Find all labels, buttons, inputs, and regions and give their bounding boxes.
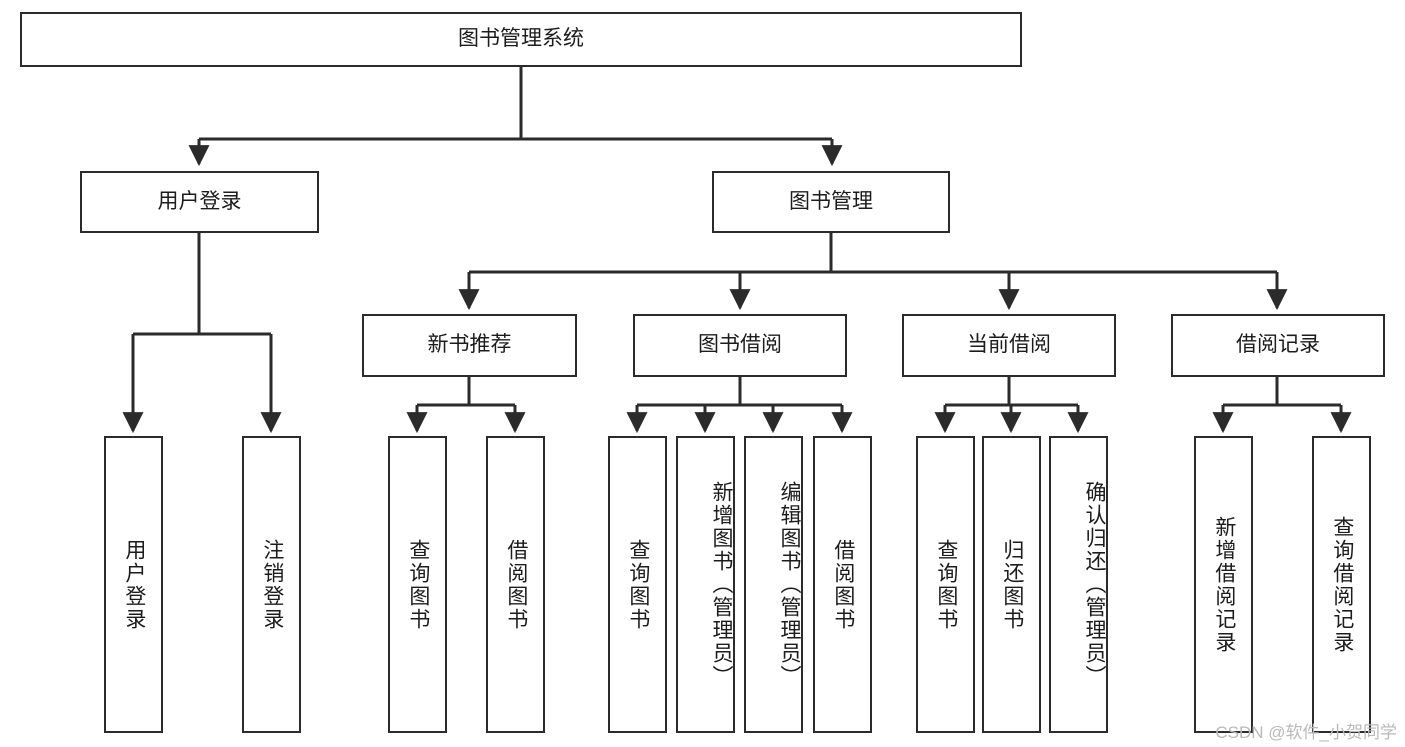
node-label: 借阅图书 xyxy=(831,538,855,631)
leaf-logout[interactable]: 注销登录 xyxy=(242,436,301,733)
node-user-login[interactable]: 用户登录 xyxy=(80,171,319,233)
node-label: 图书管理系统 xyxy=(458,27,584,51)
node-label: 查询图书 xyxy=(934,538,958,631)
node-label: 确认归还（管理员） xyxy=(1083,481,1106,688)
node-label: 新增借阅记录 xyxy=(1212,515,1236,654)
node-label: 归还图书 xyxy=(1000,538,1024,631)
node-label: 借阅记录 xyxy=(1236,333,1320,357)
node-label: 编辑图书（管理员） xyxy=(778,481,801,688)
leaf-query-books-recommend[interactable]: 查询图书 xyxy=(388,436,447,733)
leaf-add-borrow-record[interactable]: 新增借阅记录 xyxy=(1194,436,1253,733)
node-label: 查询图书 xyxy=(406,538,430,631)
node-current-borrow[interactable]: 当前借阅 xyxy=(902,314,1116,377)
leaf-edit-book-admin[interactable]: 编辑图书（管理员） xyxy=(744,436,803,733)
leaf-borrow-books[interactable]: 借阅图书 xyxy=(813,436,872,733)
node-book-management[interactable]: 图书管理 xyxy=(712,171,950,233)
node-label: 借阅图书 xyxy=(504,538,528,631)
leaf-add-book-admin[interactable]: 新增图书（管理员） xyxy=(676,436,735,733)
leaf-query-books-current[interactable]: 查询图书 xyxy=(916,436,975,733)
node-book-borrow[interactable]: 图书借阅 xyxy=(633,314,847,377)
node-new-book-recommend[interactable]: 新书推荐 xyxy=(362,314,577,377)
leaf-confirm-return-admin[interactable]: 确认归还（管理员） xyxy=(1049,436,1108,733)
node-label: 图书借阅 xyxy=(698,333,782,357)
node-label: 注销登录 xyxy=(260,538,284,631)
node-label: 用户登录 xyxy=(122,538,146,631)
node-label: 当前借阅 xyxy=(967,333,1051,357)
leaf-user-login[interactable]: 用户登录 xyxy=(104,436,163,733)
node-label: 查询图书 xyxy=(626,538,650,631)
node-borrow-record[interactable]: 借阅记录 xyxy=(1171,314,1385,377)
node-label: 图书管理 xyxy=(789,189,873,213)
node-label: 用户登录 xyxy=(157,189,242,213)
node-label: 新增图书（管理员） xyxy=(710,481,733,688)
csdn-watermark: CSDN @软件_小贺同学 xyxy=(1215,723,1397,742)
node-label: 新书推荐 xyxy=(427,333,512,357)
node-label: 查询借阅记录 xyxy=(1330,515,1354,654)
node-root-book-management-system[interactable]: 图书管理系统 xyxy=(20,12,1022,67)
leaf-query-books-borrow[interactable]: 查询图书 xyxy=(608,436,667,733)
leaf-return-books[interactable]: 归还图书 xyxy=(982,436,1041,733)
leaf-query-borrow-record[interactable]: 查询借阅记录 xyxy=(1312,436,1371,733)
leaf-borrow-books-recommend[interactable]: 借阅图书 xyxy=(486,436,545,733)
